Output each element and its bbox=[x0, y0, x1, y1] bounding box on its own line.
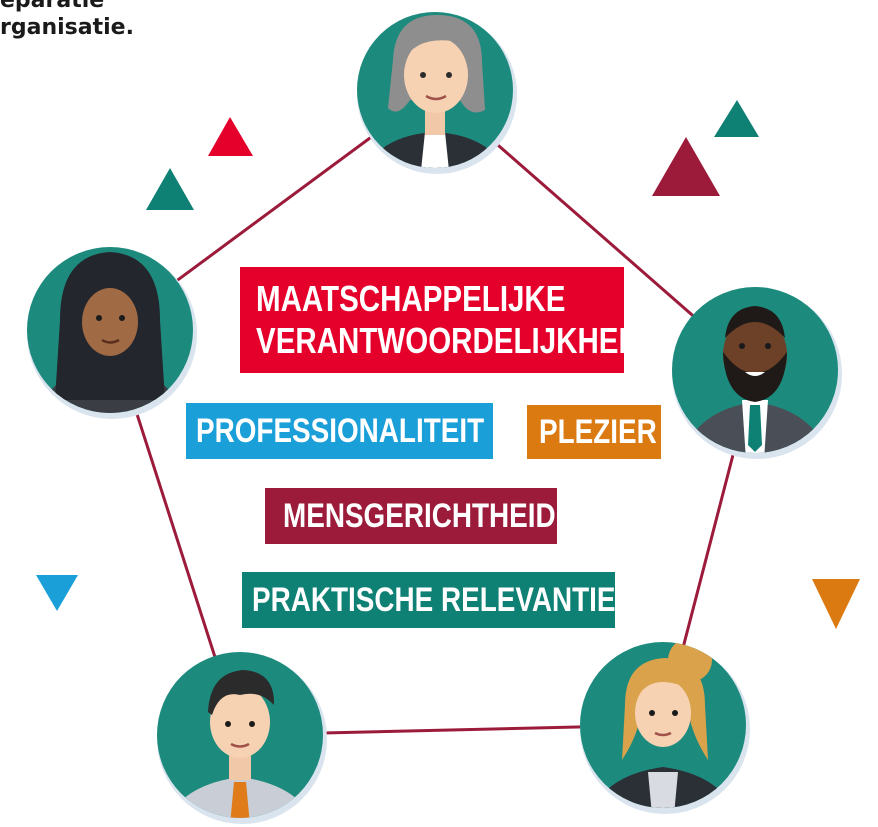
value-professionaliteit: PROFESSIONALITEIT bbox=[186, 403, 493, 459]
triangle-teal-small-icon bbox=[714, 100, 759, 137]
value-plezier: PLEZIER bbox=[527, 405, 661, 459]
triangle-teal-icon bbox=[146, 168, 194, 210]
avatar-blonde-woman bbox=[580, 642, 750, 814]
avatar-bearded-man bbox=[672, 287, 842, 459]
avatar-gray-hair-woman bbox=[357, 12, 517, 174]
triangle-orange-down-icon bbox=[812, 579, 860, 629]
avatar-hijab-woman bbox=[27, 247, 197, 419]
value-mensgerichtheid-text: MENSGERICHTHEID bbox=[283, 496, 556, 535]
heading-line-2: rganisatie. bbox=[0, 15, 134, 40]
triangle-blue-down-icon bbox=[36, 575, 78, 611]
value-plezier-text: PLEZIER bbox=[539, 412, 657, 451]
avatar-man-orange-tie bbox=[157, 652, 327, 824]
triangle-red-icon bbox=[208, 117, 253, 156]
value-maatschappelijke-line2: VERANTWOORDELIJKHEID bbox=[256, 320, 648, 361]
heading-line-1: eparatie bbox=[0, 0, 105, 13]
triangle-maroon-icon bbox=[652, 137, 720, 196]
value-maatschappelijke-line1: MAATSCHAPPELIJKE bbox=[256, 278, 566, 319]
value-mensgerichtheid: MENSGERICHTHEID bbox=[265, 488, 557, 544]
value-praktische-relevantie: PRAKTISCHE RELEVANTIE bbox=[242, 572, 616, 628]
value-praktische-relevantie-text: PRAKTISCHE RELEVANTIE bbox=[252, 580, 616, 619]
value-professionaliteit-text: PROFESSIONALITEIT bbox=[196, 411, 485, 450]
value-maatschappelijke-verantwoordelijkheid: MAATSCHAPPELIJKE VERANTWOORDELIJKHEID bbox=[240, 267, 648, 373]
